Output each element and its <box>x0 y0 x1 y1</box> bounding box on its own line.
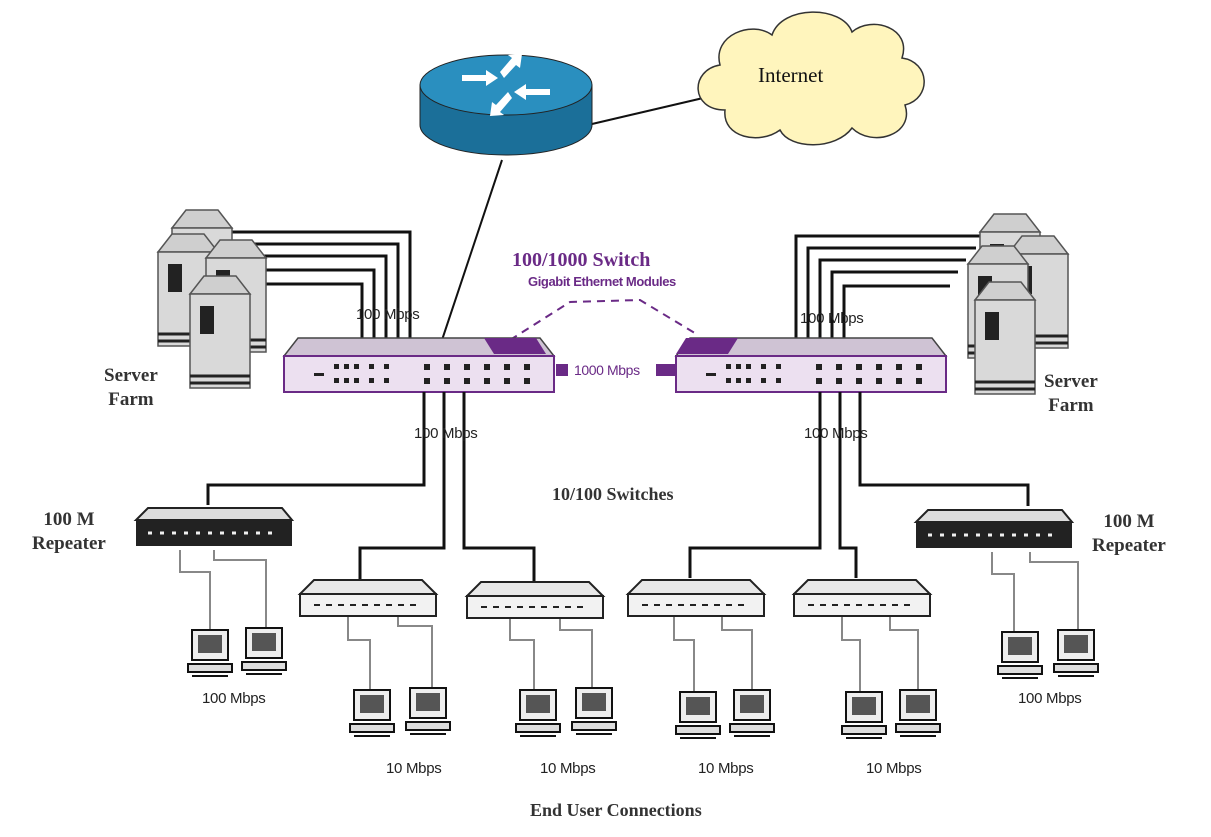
server-farm-left-line-1: Server <box>104 365 158 386</box>
router-icon <box>419 54 593 156</box>
users-10-3-speed-label: 10 Mbps <box>698 760 754 777</box>
core-switch-title: 100/1000 Switch <box>512 249 651 271</box>
server-cables-left <box>218 230 412 338</box>
server-left-speed-label: 100 Mbps <box>356 306 420 323</box>
repeater-left-line-2: Repeater <box>32 533 106 554</box>
users-10-2-speed-label: 10 Mbps <box>540 760 596 777</box>
access-switch-3-icon <box>627 579 765 617</box>
users-10-4-speed-label: 10 Mbps <box>866 760 922 777</box>
access-switch-4-icon <box>793 579 931 617</box>
downlinks-left <box>206 392 536 582</box>
server-farm-left-line-2: Farm <box>108 389 154 410</box>
internet-cloud <box>697 11 925 146</box>
core-uplink <box>556 364 676 376</box>
access-switch-2-icon <box>466 581 604 619</box>
end-user-cables <box>179 550 1079 692</box>
pc-group-switch-4 <box>841 689 941 739</box>
server-right-speed-label: 100 Mbps <box>800 310 864 327</box>
access-switch-1-icon <box>299 579 437 617</box>
access-switches-label: 10/100 Switches <box>552 484 674 504</box>
server-farm-left-icon <box>156 208 268 390</box>
downlink-left-speed-label: 100 Mbps <box>414 425 478 442</box>
server-farm-right-line-1: Server <box>1044 371 1098 392</box>
repeater-left-label: 100 M Repeater <box>32 508 106 556</box>
internet-label: Internet <box>758 63 824 87</box>
pc-group-repeater-right <box>997 629 1099 679</box>
core-switch-subtitle: Gigabit Ethernet Modules <box>528 274 676 289</box>
downlink-right-speed-label: 100 Mbps <box>804 425 868 442</box>
repeater-left-icon <box>134 506 294 548</box>
core-switch-left-icon <box>283 337 555 393</box>
server-farm-right-line-2: Farm <box>1048 395 1094 416</box>
server-farm-right-icon <box>966 212 1070 396</box>
users-left-speed-label: 100 Mbps <box>202 690 266 707</box>
users-right-speed-label: 100 Mbps <box>1018 690 1082 707</box>
downlinks-right <box>688 392 1030 578</box>
server-cables-right <box>794 234 988 340</box>
pc-group-switch-1 <box>349 687 451 737</box>
repeater-left-line-1: 100 M <box>43 509 95 530</box>
repeater-right-line-1: 100 M <box>1103 511 1155 532</box>
end-user-connections-label: End User Connections <box>530 800 702 820</box>
repeater-right-line-2: Repeater <box>1092 535 1166 556</box>
pc-group-switch-2 <box>515 687 617 737</box>
server-farm-right-label: Server Farm <box>1044 370 1098 418</box>
pc-group-switch-3 <box>675 689 775 739</box>
users-10-1-speed-label: 10 Mbps <box>386 760 442 777</box>
uplink-speed-label: 1000 Mbps <box>574 362 640 378</box>
repeater-right-label: 100 M Repeater <box>1092 510 1166 558</box>
server-farm-left-label: Server Farm <box>104 364 158 412</box>
pc-group-repeater-left <box>187 627 287 677</box>
gigabit-module-links <box>509 298 699 341</box>
core-switch-right-icon <box>675 337 947 393</box>
wan-links <box>441 94 717 341</box>
repeater-right-icon <box>914 508 1074 550</box>
